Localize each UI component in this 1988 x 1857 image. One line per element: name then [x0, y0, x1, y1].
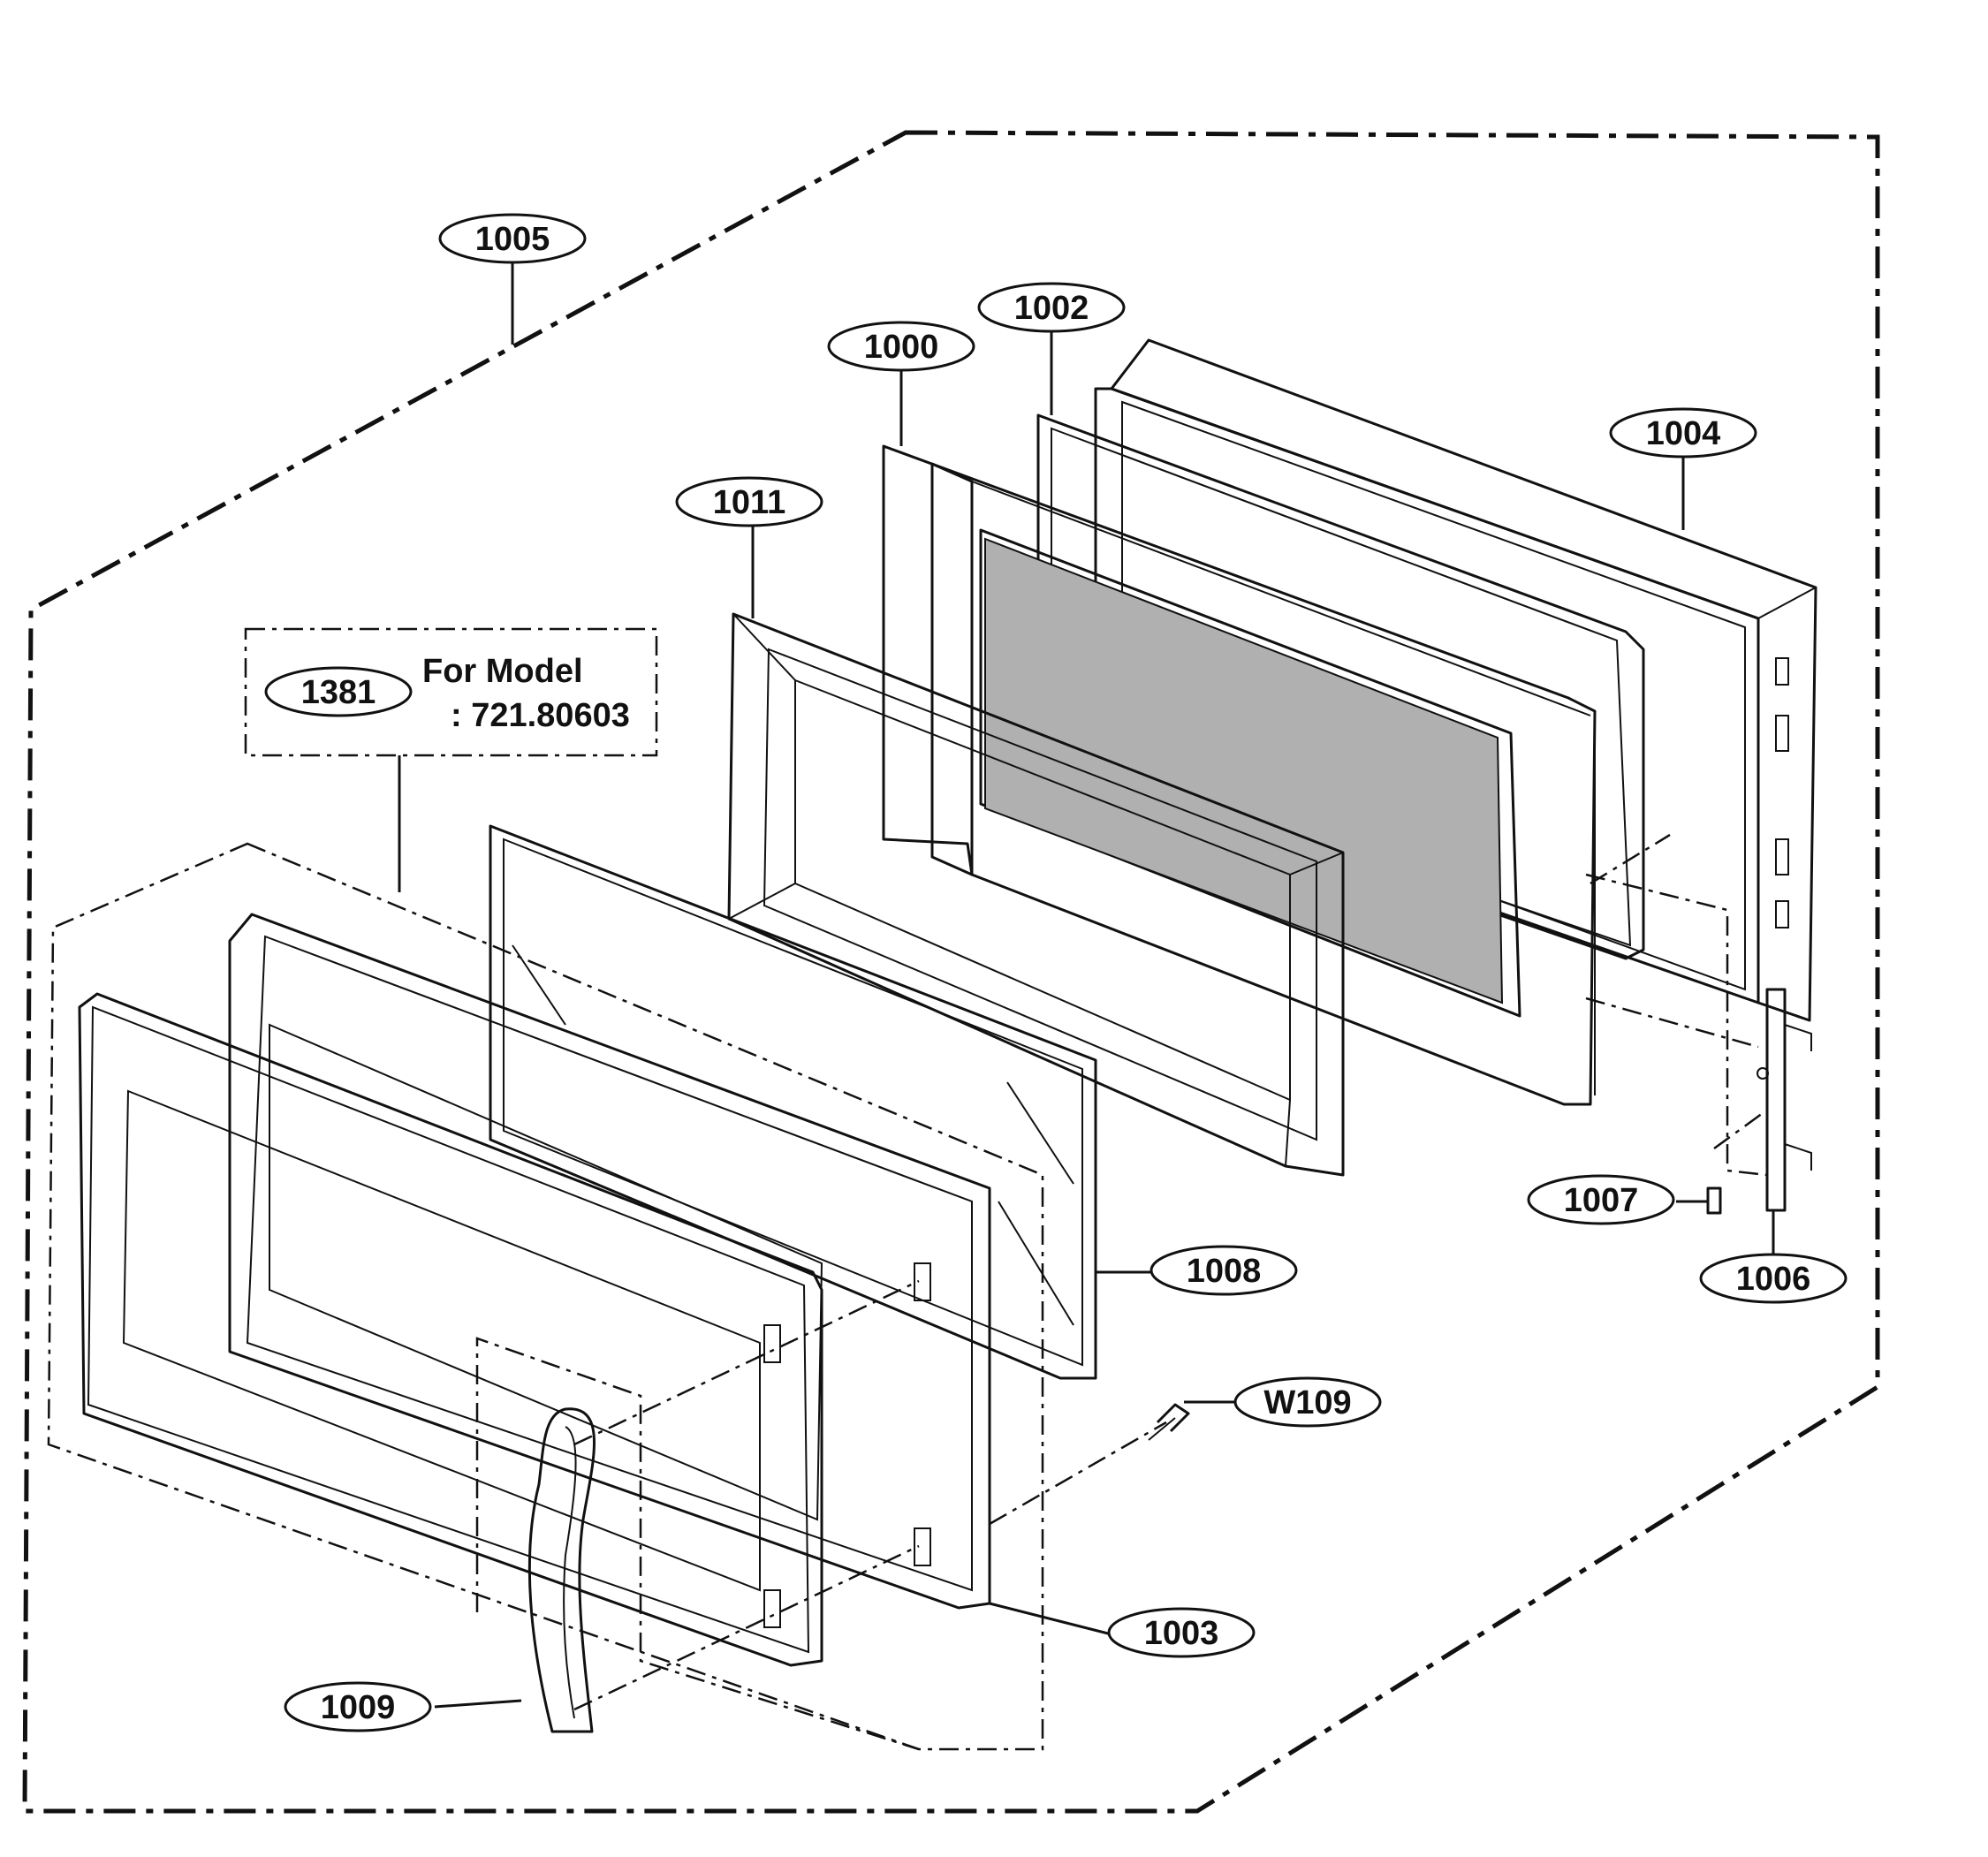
callout-1381: 1381: [264, 666, 413, 717]
callout-w109: W109: [1233, 1376, 1382, 1428]
svg-text:1004: 1004: [1646, 415, 1721, 452]
model-note-box: [244, 627, 658, 757]
svg-text:1008: 1008: [1187, 1253, 1262, 1290]
svg-text:1000: 1000: [864, 329, 939, 366]
callout-1005: 1005: [438, 213, 587, 264]
part-1003-door-frame: [228, 913, 991, 1610]
callout-1007: 1007: [1527, 1174, 1675, 1225]
callout-1000: 1000: [827, 321, 975, 372]
svg-text:1011: 1011: [713, 484, 785, 521]
part-w109-screw: [1148, 1403, 1190, 1441]
svg-text:1009: 1009: [321, 1689, 396, 1726]
svg-text:1005: 1005: [475, 221, 550, 258]
group-boundary-1381: [47, 842, 1044, 1751]
model-note-line1: For Model: [422, 653, 583, 690]
part-1007-spring: [1706, 1186, 1722, 1215]
alignment-lines: [573, 833, 1768, 1711]
svg-text:1002: 1002: [1014, 290, 1089, 327]
callout-1004: 1004: [1609, 407, 1757, 459]
part-1000-inner-panel: [882, 444, 1597, 1106]
callout-1008: 1008: [1150, 1245, 1298, 1296]
svg-text:W109: W109: [1263, 1384, 1351, 1421]
callout-1011: 1011: [675, 476, 823, 527]
callout-1006: 1006: [1699, 1253, 1848, 1304]
svg-text:1007: 1007: [1564, 1182, 1639, 1219]
callout-1009: 1009: [284, 1681, 432, 1732]
assembly-boundary-1005: [22, 130, 1880, 1814]
callout-1003: 1003: [1107, 1607, 1256, 1658]
part-1006-latch: [1757, 988, 1812, 1212]
leader-lines: [398, 261, 1775, 1709]
part-1008-glass-panel: [489, 824, 1097, 1380]
svg-text:1381: 1381: [301, 674, 376, 711]
part-1381-door-front: [78, 992, 823, 1667]
callout-1002: 1002: [977, 282, 1126, 333]
svg-text:1003: 1003: [1144, 1615, 1219, 1652]
part-1009-handle: [527, 1407, 596, 1733]
svg-text:1006: 1006: [1736, 1261, 1811, 1298]
part-1011-choke-frame: [727, 612, 1345, 1177]
model-note-line2: : 721.80603: [451, 697, 630, 734]
handle-region-boundary: [475, 1337, 920, 1751]
